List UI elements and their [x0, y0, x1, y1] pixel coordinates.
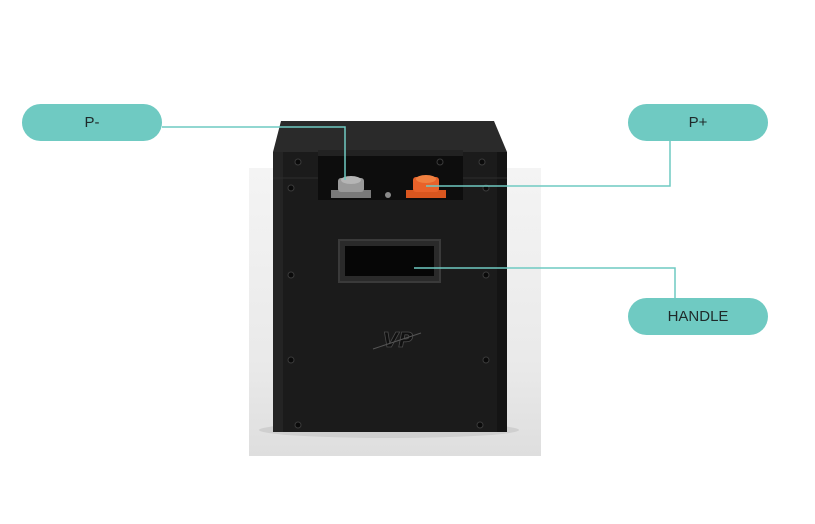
- positive-terminal-base: [406, 190, 446, 198]
- screw: [287, 356, 295, 364]
- leader-lines: [162, 126, 676, 298]
- negative-terminal-base: [331, 190, 371, 198]
- callout-p-plus-label: P+: [688, 114, 708, 131]
- screw: [287, 271, 295, 279]
- panel-screws: [287, 158, 490, 429]
- screw: [436, 158, 444, 166]
- screw: [482, 271, 490, 279]
- callout-p-minus: P-: [22, 104, 162, 141]
- screw: [287, 184, 295, 192]
- negative-terminal-top: [341, 176, 361, 184]
- positive-terminal: [406, 175, 446, 198]
- battery-top-face: [273, 121, 507, 152]
- leader-line-p-plus: [426, 141, 671, 187]
- screw: [482, 356, 490, 364]
- screw: [476, 421, 484, 429]
- callout-p-plus: P+: [628, 104, 768, 141]
- handle-opening: [345, 246, 434, 276]
- battery-unit: VP: [273, 121, 507, 432]
- callout-handle-label: HANDLE: [667, 308, 729, 325]
- brand-logo: VP: [372, 328, 422, 352]
- battery-left-edge: [273, 152, 283, 432]
- leader-line-handle: [414, 267, 676, 298]
- positive-terminal-top: [416, 175, 436, 183]
- terminal-recess-lip: [318, 150, 463, 156]
- center-screw: [385, 192, 391, 198]
- negative-terminal: [331, 176, 371, 198]
- brand-logo-text: VP: [383, 328, 413, 352]
- screw: [294, 421, 302, 429]
- callout-handle: HANDLE: [628, 298, 768, 335]
- screw: [478, 158, 486, 166]
- callout-p-minus-label: P-: [84, 114, 100, 131]
- screw: [294, 158, 302, 166]
- brand-logo-slash: [372, 332, 422, 350]
- battery-right-edge: [497, 152, 507, 432]
- leader-line-p-minus: [162, 126, 346, 180]
